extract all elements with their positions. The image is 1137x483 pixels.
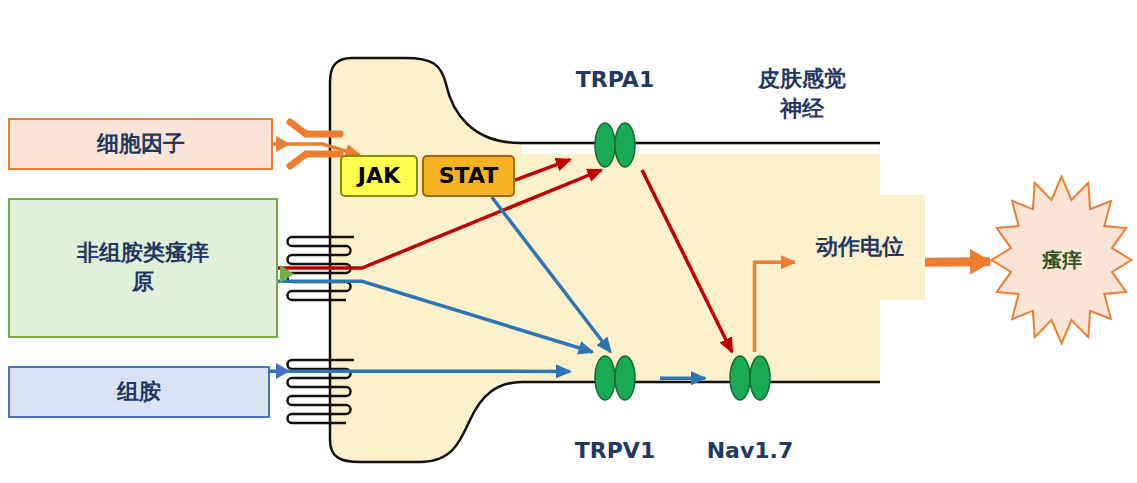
signal-arrow [515,160,570,181]
signal-arrow [755,262,796,352]
gpcr-receptors [288,237,354,423]
itch-burst: 瘙痒 [990,175,1133,345]
node-text: 细胞因子 [97,130,185,159]
signal-arrow [642,170,732,352]
node-text: 组胺 [117,378,161,407]
channel-symbol [570,121,660,169]
input-box: 非组胺类瘙痒原 [8,198,278,338]
signal-arrow [660,376,705,380]
node-text: 动作电位 [816,233,904,262]
axon-top-gap [522,145,879,154]
ion-channel: Nav1.7 [705,352,795,466]
kinase-box: JAK [340,155,418,197]
signal-box: 动作电位 [795,195,925,300]
kinase-box: STAT [422,155,515,197]
signal-arrow [270,369,570,373]
node-text: 非组胺类瘙痒原 [68,239,218,296]
channel-symbol [570,354,660,402]
node-text: STAT [439,162,498,191]
channel-symbol [705,354,795,402]
node-text: TRPV1 [575,437,655,466]
signal-arrow [925,257,990,267]
ion-channel: TRPA1 [570,66,660,170]
input-box: 组胺 [8,366,270,418]
node-text: 瘙痒 [1042,247,1082,273]
ion-channel: TRPV1 [570,352,660,466]
nerve-label: 皮肤感觉神经 [752,64,852,123]
input-box: 细胞因子 [8,118,273,170]
node-text: Nav1.7 [707,437,794,466]
signal-arrow [492,197,611,352]
signal-arrow [278,281,593,352]
node-text: JAK [358,162,400,191]
node-text: TRPA1 [576,66,654,95]
input-arrowheads [276,136,294,379]
histamine-receptor [288,360,354,423]
